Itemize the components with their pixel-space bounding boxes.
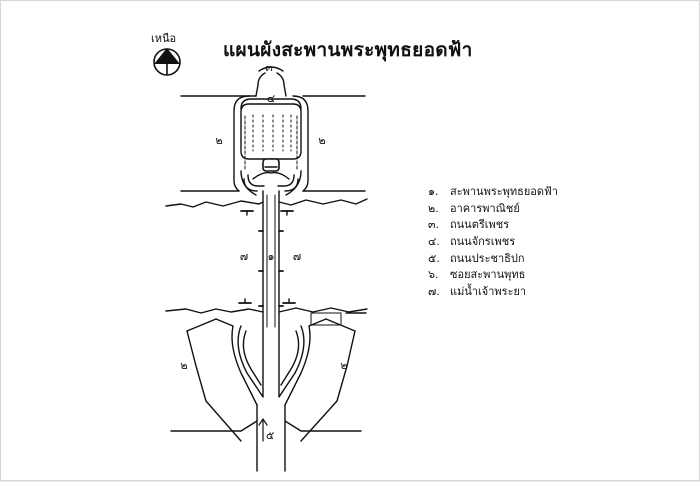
label-river-east: ๗ <box>293 250 301 263</box>
label-building-sw: ๒ <box>180 359 187 372</box>
legend-item: ๕.ถนนประชาธิปก <box>428 251 525 265</box>
north-approach-loops <box>240 98 302 196</box>
legend-item: ๔.ถนนจักรเพชร <box>428 235 516 249</box>
central-plaza <box>240 103 302 160</box>
river-bank-north <box>165 198 368 216</box>
label-building-ne: ๒ <box>318 134 325 147</box>
label-chakphet: ๔ <box>267 92 275 105</box>
label-building-se: ๒ <box>340 359 347 372</box>
legend: ๑.สะพานพระพุทธยอดฟ้า ๒.อาคารพาณิชย์ ๓.ถน… <box>428 184 558 301</box>
south-approach <box>170 318 362 472</box>
label-building-nw: ๒ <box>215 134 222 147</box>
river-bank-south <box>165 298 368 326</box>
north-label: เหนือ <box>151 32 177 45</box>
north-arrow-icon <box>153 48 181 76</box>
legend-item: ๑.สะพานพระพุทธยอดฟ้า <box>428 185 559 198</box>
label-prajadhipok: ๕ <box>266 429 274 442</box>
north-street-block <box>180 66 366 192</box>
legend-item: ๖.ซอยสะพานพุทธ <box>428 268 526 282</box>
label-river-west: ๗ <box>240 250 248 263</box>
legend-item: ๗.แม่น้ำเจ้าพระยา <box>428 285 527 299</box>
legend-item: ๒.อาคารพาณิชย์ <box>428 201 520 215</box>
diagram-title: แผนผังสะพานพระพุทธยอดฟ้า <box>223 39 473 61</box>
label-trirphet: ๓ <box>265 61 273 74</box>
bridge-deck <box>258 190 284 332</box>
legend-item: ๓.ถนนตรีเพชร <box>428 218 510 232</box>
label-bridge: ๑ <box>268 250 275 263</box>
